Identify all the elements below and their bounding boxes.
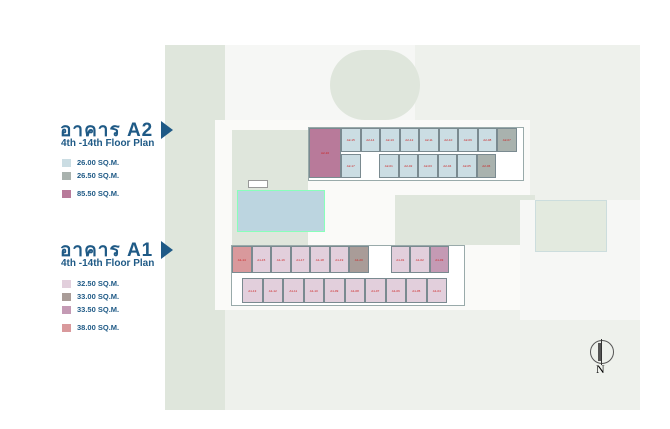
triangle-arrow-icon	[161, 121, 174, 139]
unit[interactable]: A2-03	[418, 154, 438, 178]
legend-label: 32.50 SQ.M.	[77, 279, 120, 288]
sports-court	[535, 200, 607, 252]
unit[interactable]: A1-07	[365, 278, 386, 303]
legend-swatch	[62, 158, 71, 167]
swimming-pool	[237, 190, 325, 232]
unit[interactable]: A1-15	[251, 246, 271, 273]
unit[interactable]: A2-08	[477, 128, 497, 152]
unit[interactable]: A1-16	[271, 246, 291, 273]
unit[interactable]: A1-01	[390, 246, 410, 273]
legend-label: 85.50 SQ.M.	[77, 189, 120, 198]
unit[interactable]: A1-10	[303, 278, 324, 303]
legend-label: 26.00 SQ.M.	[77, 158, 120, 167]
legend-item: 33.00 SQ.M.	[62, 292, 119, 301]
legend-swatch	[62, 189, 71, 198]
legend-a1-list: 32.50 SQ.M. 33.00 SQ.M. 33.50 SQ.M. 38.00 S…	[62, 275, 119, 332]
unit[interactable]: A1-12	[262, 278, 283, 303]
unit[interactable]: A2-04	[437, 154, 457, 178]
legend-item: 26.00 SQ.M.	[62, 158, 119, 167]
legend-label: 33.50 SQ.M.	[77, 305, 120, 314]
legend-item: 85.50 SQ.M.	[62, 189, 119, 198]
legend-a2-title: อาคาร A2	[60, 120, 154, 141]
unit[interactable]: A2-16	[309, 128, 341, 178]
legend-label: 26.50 SQ.M.	[77, 171, 120, 180]
legend-label: 33.00 SQ.M.	[77, 292, 120, 301]
garden-east	[395, 195, 535, 245]
unit[interactable]: A2-14	[360, 128, 380, 152]
unit[interactable]: A2-15	[341, 128, 361, 152]
unit[interactable]: A2-06	[476, 154, 496, 178]
legend-a1-title: อาคาร A1	[60, 240, 154, 261]
unit[interactable]: A2-07	[497, 128, 517, 152]
legend-item: 38.00 SQ.M.	[62, 323, 119, 332]
north-label: N	[596, 362, 605, 376]
legend-a1-header: อาคาร A1	[60, 235, 174, 265]
north-arrow-icon	[590, 339, 614, 365]
unit[interactable]: A2-11	[419, 128, 439, 152]
unit[interactable]: A2-13	[380, 128, 400, 152]
unit[interactable]: A1-18	[310, 246, 330, 273]
legend-a2-list: 26.00 SQ.M. 26.50 SQ.M. 85.50 SQ.M.	[62, 154, 119, 198]
legend-swatch	[62, 279, 71, 288]
unit[interactable]: A2-05	[457, 154, 477, 178]
unit[interactable]: A1-11	[283, 278, 304, 303]
legend-item: 32.50 SQ.M.	[62, 279, 119, 288]
unit[interactable]: A1-09	[324, 278, 345, 303]
legend-a2-subtitle: 4th -14th Floor Plan	[61, 138, 155, 149]
unit[interactable]: A1-20	[349, 246, 369, 273]
unit[interactable]: A1-17	[290, 246, 310, 273]
unit[interactable]: A2-01	[379, 154, 399, 178]
legend-item: 26.50 SQ.M.	[62, 171, 119, 180]
unit[interactable]: A2-10	[438, 128, 458, 152]
unit[interactable]: A1-14	[232, 246, 252, 273]
legend-a2-header: อาคาร A2	[60, 115, 174, 145]
unit[interactable]: A1-13	[242, 278, 263, 303]
unit[interactable]: A1-05	[406, 278, 427, 303]
roundabout	[330, 50, 420, 120]
pool-deck	[248, 180, 268, 188]
legend-swatch	[62, 305, 71, 314]
legend-swatch	[62, 292, 71, 301]
legend-a1-subtitle: 4th -14th Floor Plan	[61, 258, 155, 269]
unit[interactable]: A1-19	[329, 246, 349, 273]
unit[interactable]: A2-17	[341, 154, 361, 178]
unit[interactable]: A1-02	[410, 246, 430, 273]
triangle-arrow-icon	[161, 241, 174, 259]
legend-item: 33.50 SQ.M.	[62, 305, 119, 314]
unit[interactable]: A1-08	[344, 278, 365, 303]
unit[interactable]: A1-06	[385, 278, 406, 303]
unit[interactable]: A2-12	[399, 128, 419, 152]
legend-label: 38.00 SQ.M.	[77, 323, 120, 332]
legend-swatch	[62, 171, 71, 180]
unit[interactable]: A2-02	[398, 154, 418, 178]
unit[interactable]: A1-03	[429, 246, 449, 273]
unit[interactable]: A2-09	[458, 128, 478, 152]
unit[interactable]: A1-04	[426, 278, 447, 303]
legend-swatch	[62, 323, 71, 332]
